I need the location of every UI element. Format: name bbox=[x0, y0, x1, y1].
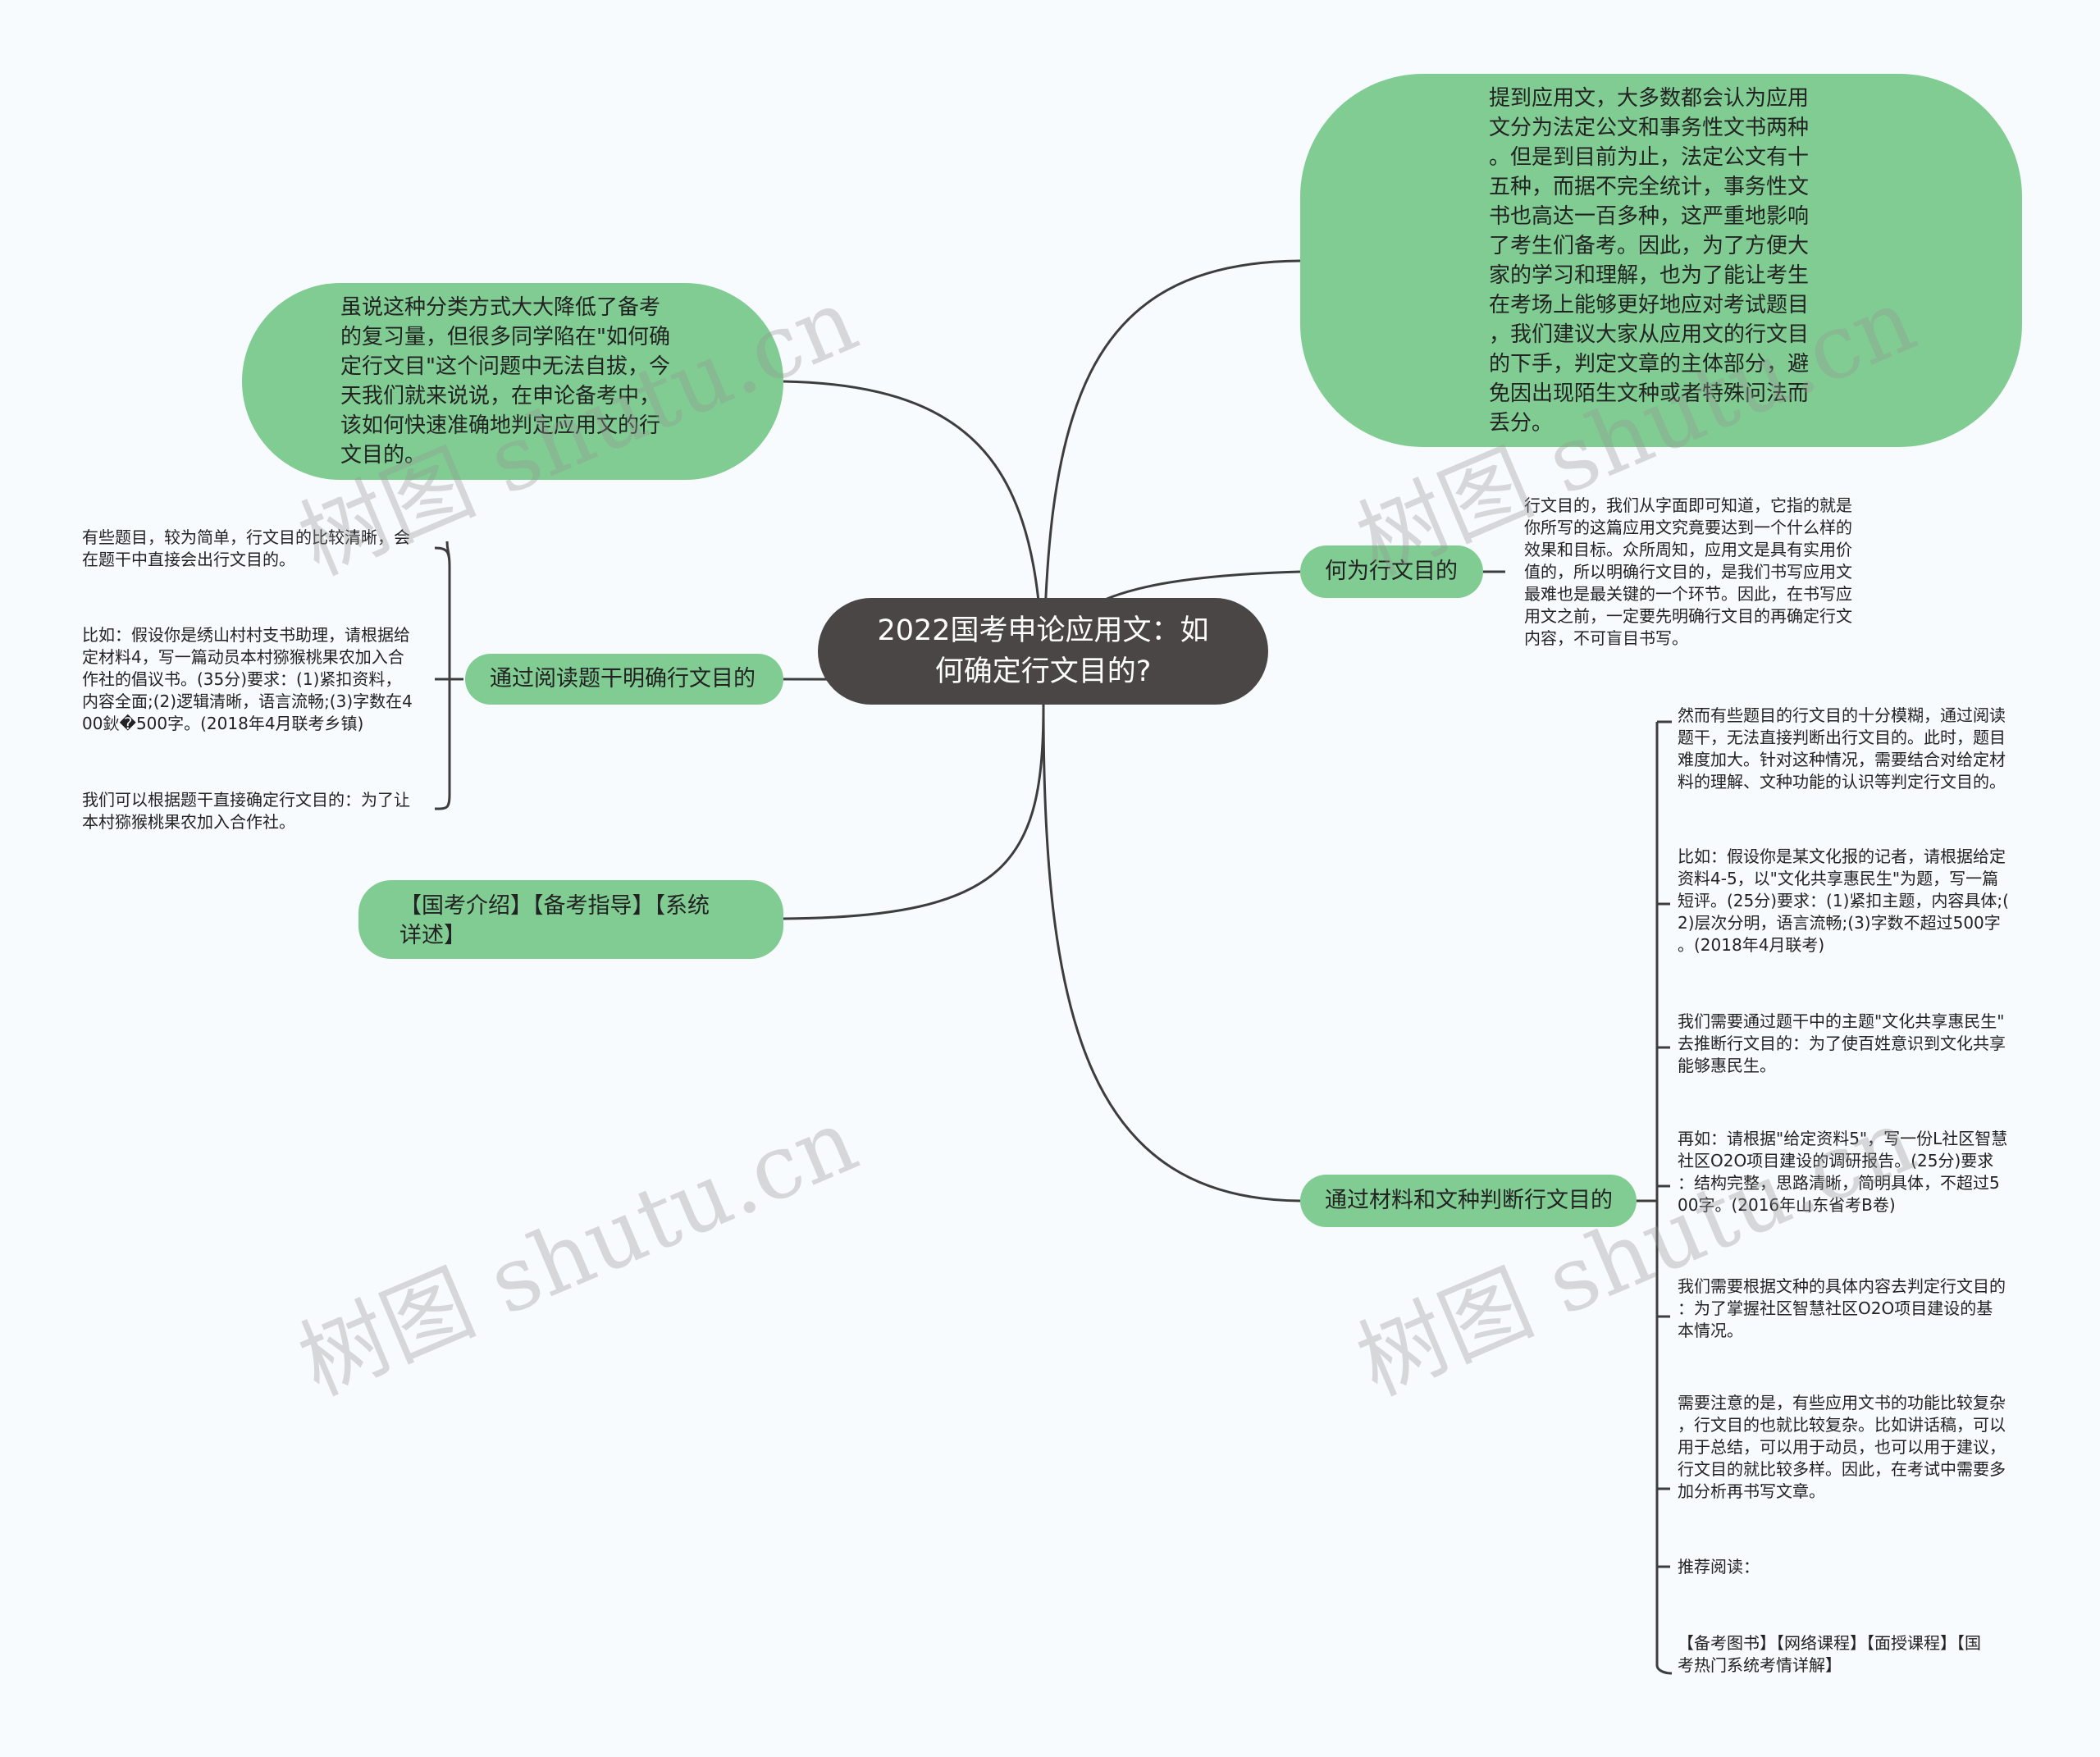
root-topic[interactable]: 2022国考申论应用文：如 何确定行文目的? bbox=[818, 598, 1268, 705]
note-line: 定材料4，写一篇动员本村猕猴桃果农加入合 bbox=[82, 647, 404, 667]
summary-line-6: 文目的。 bbox=[340, 443, 427, 468]
material-note-8: 【备考图书】【网络课程】【面授课程】【国 考热门系统考情详解】 bbox=[1678, 1632, 2038, 1677]
note-line: 本村猕猴桃果农加入合作社。 bbox=[82, 812, 295, 832]
note-line: 再如：请根据"给定资料5"，写一份L社区智慧 bbox=[1678, 1129, 2008, 1148]
note-line: 。(2018年4月联考) bbox=[1678, 935, 1825, 955]
branch-material-label: 通过材料和文种判断行文目的 bbox=[1325, 1188, 1613, 1213]
intro-line-7: 家的学习和理解，也为了能让考生 bbox=[1489, 263, 1810, 288]
branch-reading[interactable]: 通过阅读题干明确行文目的 bbox=[465, 654, 783, 705]
material-note-1: 然而有些题目的行文目的十分模糊，通过阅读 题干，无法直接判断出行文目的。此时，题… bbox=[1678, 705, 2038, 793]
root-line-1: 2022国考申论应用文：如 bbox=[877, 614, 1209, 647]
branch-intro-list[interactable]: 【国考介绍】【备考指导】【系统 详述】 bbox=[358, 880, 783, 959]
link-root-to-intro-bubble bbox=[1042, 259, 1301, 706]
note-line: 我们可以根据题干直接确定行文目的：为了让 bbox=[82, 790, 410, 810]
note-line: 去推断行文目的：为了使百姓意识到文化共享 bbox=[1678, 1034, 2006, 1053]
link-root-to-intro-list bbox=[783, 705, 1045, 920]
note-line: 社区O2O项目建设的调研报告。(25分)要求 bbox=[1678, 1151, 1994, 1171]
intro-line-8: 在考场上能够更好地应对考试题目 bbox=[1489, 293, 1810, 317]
note-line: 考热门系统考情详解】 bbox=[1678, 1655, 1842, 1675]
intro-line-6: 了考生们备考。因此，为了方便大 bbox=[1489, 234, 1810, 258]
note-line: 短评。(25分)要求：(1)紧扣主题，内容具体;( bbox=[1678, 891, 2009, 910]
note-line: 题干，无法直接判断出行文目的。此时，题目 bbox=[1678, 728, 2006, 747]
root-line-2: 何确定行文目的? bbox=[934, 655, 1152, 688]
note-line: 有些题目，较为简单，行文目的比较清晰，会 bbox=[82, 527, 410, 547]
branch-material[interactable]: 通过材料和文种判断行文目的 bbox=[1300, 1175, 1637, 1227]
note-line: 比如：假设你是某文化报的记者，请根据给定 bbox=[1678, 847, 2006, 866]
material-note-7: 推荐阅读： bbox=[1678, 1556, 2038, 1578]
material-note-6: 需要注意的是，有些应用文书的功能比较复杂 ，行文目的也就比较复杂。比如讲话稿，可… bbox=[1678, 1392, 2038, 1503]
reading-note-3: 我们可以根据题干直接确定行文目的：为了让 本村猕猴桃果农加入合作社。 bbox=[82, 789, 435, 833]
bracket-material-ticks bbox=[1657, 902, 1670, 1568]
intro-line-12: 丢分。 bbox=[1489, 411, 1554, 436]
note-line: 内容全面;(2)逻辑清晰，语言流畅;(3)字数在4 bbox=[82, 691, 413, 711]
note-line: 00鈥�500字。(2018年4月联考乡镇) bbox=[82, 714, 364, 733]
intro-list-line-1: 【国考介绍】【备考指导】【系统 bbox=[399, 893, 710, 919]
note-line: 你所写的这篇应用文究竟要达到一个什么样的 bbox=[1524, 518, 1852, 537]
intro-line-9: ，我们建议大家从应用文的行文目 bbox=[1489, 322, 1810, 347]
intro-line-1: 提到应用文，大多数都会认为应用 bbox=[1489, 86, 1810, 111]
note-line: ：为了掌握社区智慧社区O2O项目建设的基 bbox=[1678, 1298, 1993, 1318]
note-line: 本情况。 bbox=[1678, 1321, 1743, 1340]
note-line: ：结构完整，思路清晰，简明具体，不超过5 bbox=[1678, 1173, 2000, 1193]
note-line: 需要注意的是，有些应用文书的功能比较复杂 bbox=[1678, 1393, 2006, 1412]
intro-line-2: 文分为法定公文和事务性文书两种 bbox=[1489, 116, 1810, 140]
branch-what[interactable]: 何为行文目的 bbox=[1300, 545, 1483, 598]
note-line: ，行文目的也就比较复杂。比如讲话稿，可以 bbox=[1678, 1415, 2006, 1435]
note-line: 00字。(2016年山东省考B卷) bbox=[1678, 1195, 1896, 1215]
note-line: 内容，不可盲目书写。 bbox=[1524, 628, 1688, 648]
note-line: 行文目的就比较多样。因此，在考试中需要多 bbox=[1678, 1459, 2006, 1479]
note-line: 资料4-5，以"文化共享惠民生"为题，写一篇 bbox=[1678, 869, 1999, 888]
note-line: 作社的倡议书。(35分)要求：(1)紧扣资料， bbox=[82, 669, 402, 689]
material-note-4: 再如：请根据"给定资料5"，写一份L社区智慧 社区O2O项目建设的调研报告。(2… bbox=[1678, 1128, 2038, 1216]
bracket-material bbox=[1637, 720, 1673, 1675]
link-root-to-material bbox=[1042, 705, 1301, 1203]
note-line: 比如：假设你是绣山村村支书助理，请根据给 bbox=[82, 625, 410, 645]
material-note-3: 我们需要通过题干中的主题"文化共享惠民生" 去推断行文目的：为了使百姓意识到文化… bbox=[1678, 1011, 2038, 1077]
material-note-5: 我们需要根据文种的具体内容去判定行文目的 ：为了掌握社区智慧社区O2O项目建设的… bbox=[1678, 1276, 2038, 1342]
intro-list-line-2: 详述】 bbox=[399, 923, 466, 948]
material-note-2: 比如：假设你是某文化报的记者，请根据给定 资料4-5，以"文化共享惠民生"为题，… bbox=[1678, 846, 2038, 956]
reading-note-1: 有些题目，较为简单，行文目的比较清晰，会 在题干中直接会出行文目的。 bbox=[82, 527, 435, 571]
note-line: 效果和目标。众所周知，应用文是具有实用价 bbox=[1524, 540, 1852, 559]
note-line: 料的理解、文种功能的认识等判定行文目的。 bbox=[1678, 772, 2006, 792]
note-line: 在题干中直接会出行文目的。 bbox=[82, 550, 295, 569]
note-line: 用文之前，一定要先明确行文目的再确定行文 bbox=[1524, 606, 1852, 626]
summary-line-5: 该如何快速准确地判定应用文的行 bbox=[340, 413, 661, 438]
summary-line-3: 定行文目"这个问题中无法自拔，今 bbox=[340, 354, 670, 379]
note-line: 行文目的，我们从字面即可知道，它指的就是 bbox=[1524, 495, 1852, 515]
note-line: 推荐阅读： bbox=[1678, 1557, 1760, 1577]
note-line: 然而有些题目的行文目的十分模糊，通过阅读 bbox=[1678, 705, 2006, 725]
summary-line-4: 天我们就来说说，在申论备考中， bbox=[340, 384, 661, 408]
summary-line-1: 虽说这种分类方式大大降低了备考 bbox=[340, 295, 661, 320]
note-line: 能够惠民生。 bbox=[1678, 1056, 1776, 1075]
note-line: 【备考图书】【网络课程】【面授课程】【国 bbox=[1678, 1633, 1981, 1653]
note-line: 我们需要通过题干中的主题"文化共享惠民生" bbox=[1678, 1011, 2005, 1031]
note-line: 最难也是最关键的一个环节。因此，在书写应 bbox=[1524, 584, 1852, 604]
reading-note-2: 比如：假设你是绣山村村支书助理，请根据给 定材料4，写一篇动员本村猕猴桃果农加入… bbox=[82, 624, 435, 735]
note-line: 加分析再书写文章。 bbox=[1678, 1481, 1825, 1501]
note-line: 2)层次分明，语言流畅;(3)字数不超过500字 bbox=[1678, 913, 2001, 933]
note-line: 我们需要根据文种的具体内容去判定行文目的 bbox=[1678, 1276, 2006, 1296]
note-line: 用于总结，可以用于动员，也可以用于建议， bbox=[1678, 1437, 2006, 1457]
intro-line-10: 的下手，判定文章的主体部分，避 bbox=[1489, 352, 1810, 376]
branch-reading-label: 通过阅读题干明确行文目的 bbox=[490, 666, 756, 691]
branch-what-label: 何为行文目的 bbox=[1325, 559, 1458, 584]
summary-line-2: 的复习量，但很多同学陷在"如何确 bbox=[340, 325, 670, 349]
intro-line-4: 五种，而据不完全统计，事务性文 bbox=[1489, 175, 1810, 199]
intro-bubble[interactable]: 提到应用文，大多数都会认为应用 文分为法定公文和事务性文书两种 。但是到目前为止… bbox=[1300, 74, 2022, 447]
intro-line-11: 免因出现陌生文种或者特殊问法而 bbox=[1489, 381, 1810, 406]
note-line: 难度加大。针对这种情况，需要结合对给定材 bbox=[1678, 750, 2006, 769]
note-line: 值的，所以明确行文目的，是我们书写应用文 bbox=[1524, 562, 1852, 582]
bracket-reading bbox=[434, 541, 463, 810]
intro-line-3: 。但是到目前为止，法定公文有十 bbox=[1489, 145, 1810, 170]
summary-bubble[interactable]: 虽说这种分类方式大大降低了备考 的复习量，但很多同学陷在"如何确 定行文目"这个… bbox=[242, 283, 783, 480]
branch-what-note: 行文目的，我们从字面即可知道，它指的就是 你所写的这篇应用文究竟要达到一个什么样… bbox=[1524, 495, 1885, 650]
intro-line-5: 书也高达一百多种，这严重地影响 bbox=[1489, 204, 1810, 229]
